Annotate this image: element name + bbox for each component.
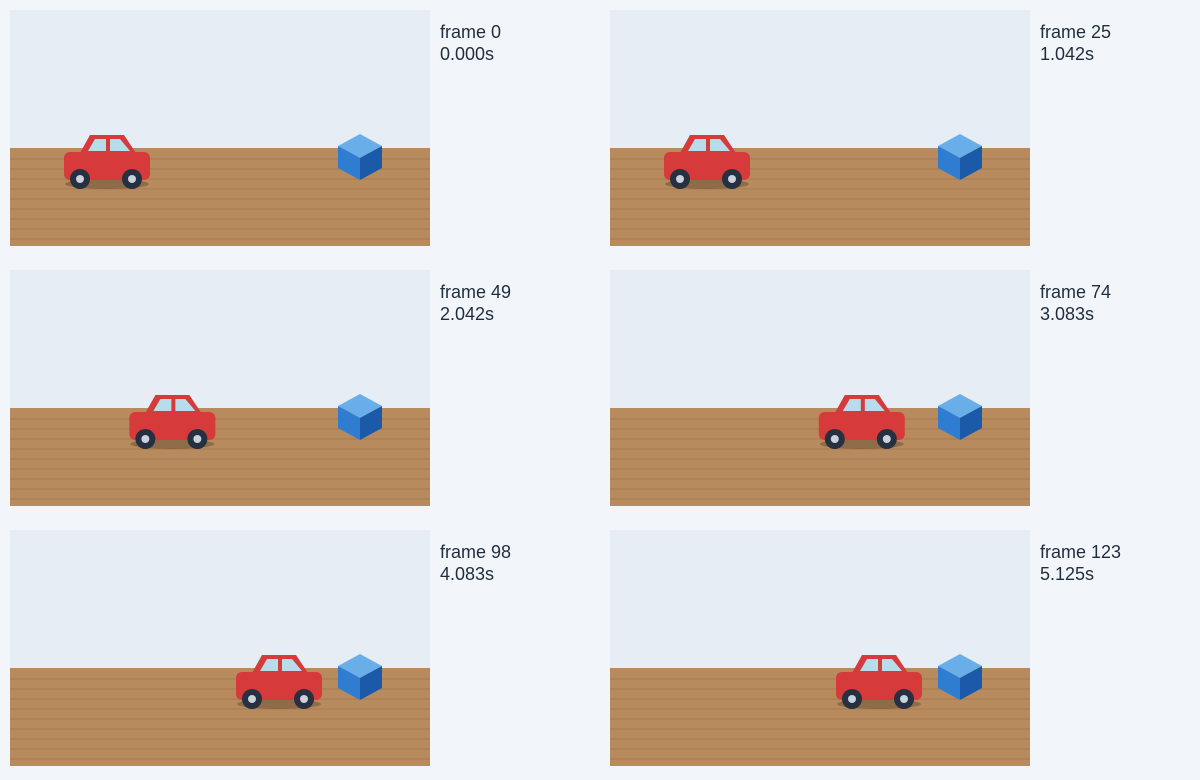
car-window-rear bbox=[710, 139, 730, 151]
car-hub-front bbox=[830, 435, 839, 443]
car-window-rear bbox=[882, 659, 902, 671]
car-window-rear bbox=[282, 659, 302, 671]
scene-canvas bbox=[10, 530, 430, 766]
cube-right-face bbox=[960, 406, 982, 440]
car-hub-rear bbox=[128, 175, 136, 183]
cube bbox=[338, 394, 382, 440]
car-hub-rear bbox=[193, 435, 202, 443]
frame-cell: frame 123 5.125s bbox=[600, 520, 1200, 780]
cube bbox=[338, 654, 382, 700]
car-hub-rear bbox=[882, 435, 891, 443]
car-hub-rear bbox=[900, 695, 908, 703]
sky bbox=[610, 530, 1030, 668]
frame-number-label: frame 123 bbox=[1040, 542, 1122, 562]
car-hub-front bbox=[141, 435, 150, 443]
car bbox=[818, 395, 905, 449]
cube-left-face bbox=[338, 406, 360, 440]
car-window-front bbox=[88, 139, 106, 151]
scene-canvas bbox=[610, 10, 1030, 246]
frame-cell: frame 74 3.083s bbox=[600, 260, 1200, 520]
car-hub-rear bbox=[728, 175, 736, 183]
frame-cell: frame 98 4.083s bbox=[0, 520, 600, 780]
sky bbox=[10, 10, 430, 148]
car-window-rear bbox=[864, 399, 885, 411]
car-window-front bbox=[688, 139, 706, 151]
cube bbox=[938, 134, 982, 180]
frame-cell: frame 25 1.042s bbox=[600, 0, 1200, 260]
cube-right-face bbox=[960, 146, 982, 180]
sky bbox=[10, 270, 430, 408]
car-window-rear bbox=[175, 399, 196, 411]
cube-right-face bbox=[360, 406, 382, 440]
car bbox=[64, 135, 150, 189]
scene-view bbox=[610, 10, 1030, 246]
frame-number-label: frame 74 bbox=[1040, 282, 1112, 302]
frame-number-label: frame 25 bbox=[1040, 22, 1112, 42]
cube-right-face bbox=[360, 666, 382, 700]
car-hub-rear bbox=[300, 695, 308, 703]
car-hub-front bbox=[76, 175, 84, 183]
frame-number-label: frame 49 bbox=[440, 282, 512, 302]
frame-number-label: frame 0 bbox=[440, 22, 502, 42]
frame-timestamp: 2.042s bbox=[440, 304, 495, 324]
sky bbox=[610, 10, 1030, 148]
car-window-front bbox=[260, 659, 278, 671]
frame-number-label: frame 98 bbox=[440, 542, 512, 562]
scene-canvas bbox=[10, 10, 430, 246]
scene-view bbox=[610, 270, 1030, 506]
car-window-front bbox=[860, 659, 878, 671]
scene-canvas bbox=[10, 270, 430, 506]
cube-left-face bbox=[338, 146, 360, 180]
car-hub-front bbox=[848, 695, 856, 703]
frame-cell: frame 49 2.042s bbox=[0, 260, 600, 520]
frame-timestamp: 0.000s bbox=[440, 44, 495, 64]
frame-cell: frame 0 0.000s bbox=[0, 0, 600, 260]
car-hub-front bbox=[248, 695, 256, 703]
scene-canvas bbox=[610, 530, 1030, 766]
cube bbox=[938, 394, 982, 440]
cube-left-face bbox=[338, 666, 360, 700]
scene-view bbox=[610, 530, 1030, 766]
frame-timestamp: 1.042s bbox=[1040, 44, 1095, 64]
cube-right-face bbox=[360, 146, 382, 180]
frame-timestamp: 5.125s bbox=[1040, 564, 1095, 584]
sky bbox=[610, 270, 1030, 408]
car bbox=[129, 395, 216, 449]
cube bbox=[938, 654, 982, 700]
car-window-front bbox=[842, 399, 861, 411]
car bbox=[836, 655, 922, 709]
scene-view bbox=[10, 10, 430, 246]
car-window-front bbox=[153, 399, 172, 411]
cube bbox=[338, 134, 382, 180]
scene-canvas bbox=[610, 270, 1030, 506]
cube-left-face bbox=[938, 666, 960, 700]
scene-view bbox=[10, 270, 430, 506]
car bbox=[236, 655, 322, 709]
car bbox=[664, 135, 750, 189]
sky bbox=[10, 530, 430, 668]
car-hub-front bbox=[676, 175, 684, 183]
cube-left-face bbox=[938, 146, 960, 180]
cube-left-face bbox=[938, 406, 960, 440]
frame-timestamp: 3.083s bbox=[1040, 304, 1095, 324]
cube-right-face bbox=[960, 666, 982, 700]
scene-view bbox=[10, 530, 430, 766]
car-window-rear bbox=[110, 139, 130, 151]
frame-timestamp: 4.083s bbox=[440, 564, 495, 584]
